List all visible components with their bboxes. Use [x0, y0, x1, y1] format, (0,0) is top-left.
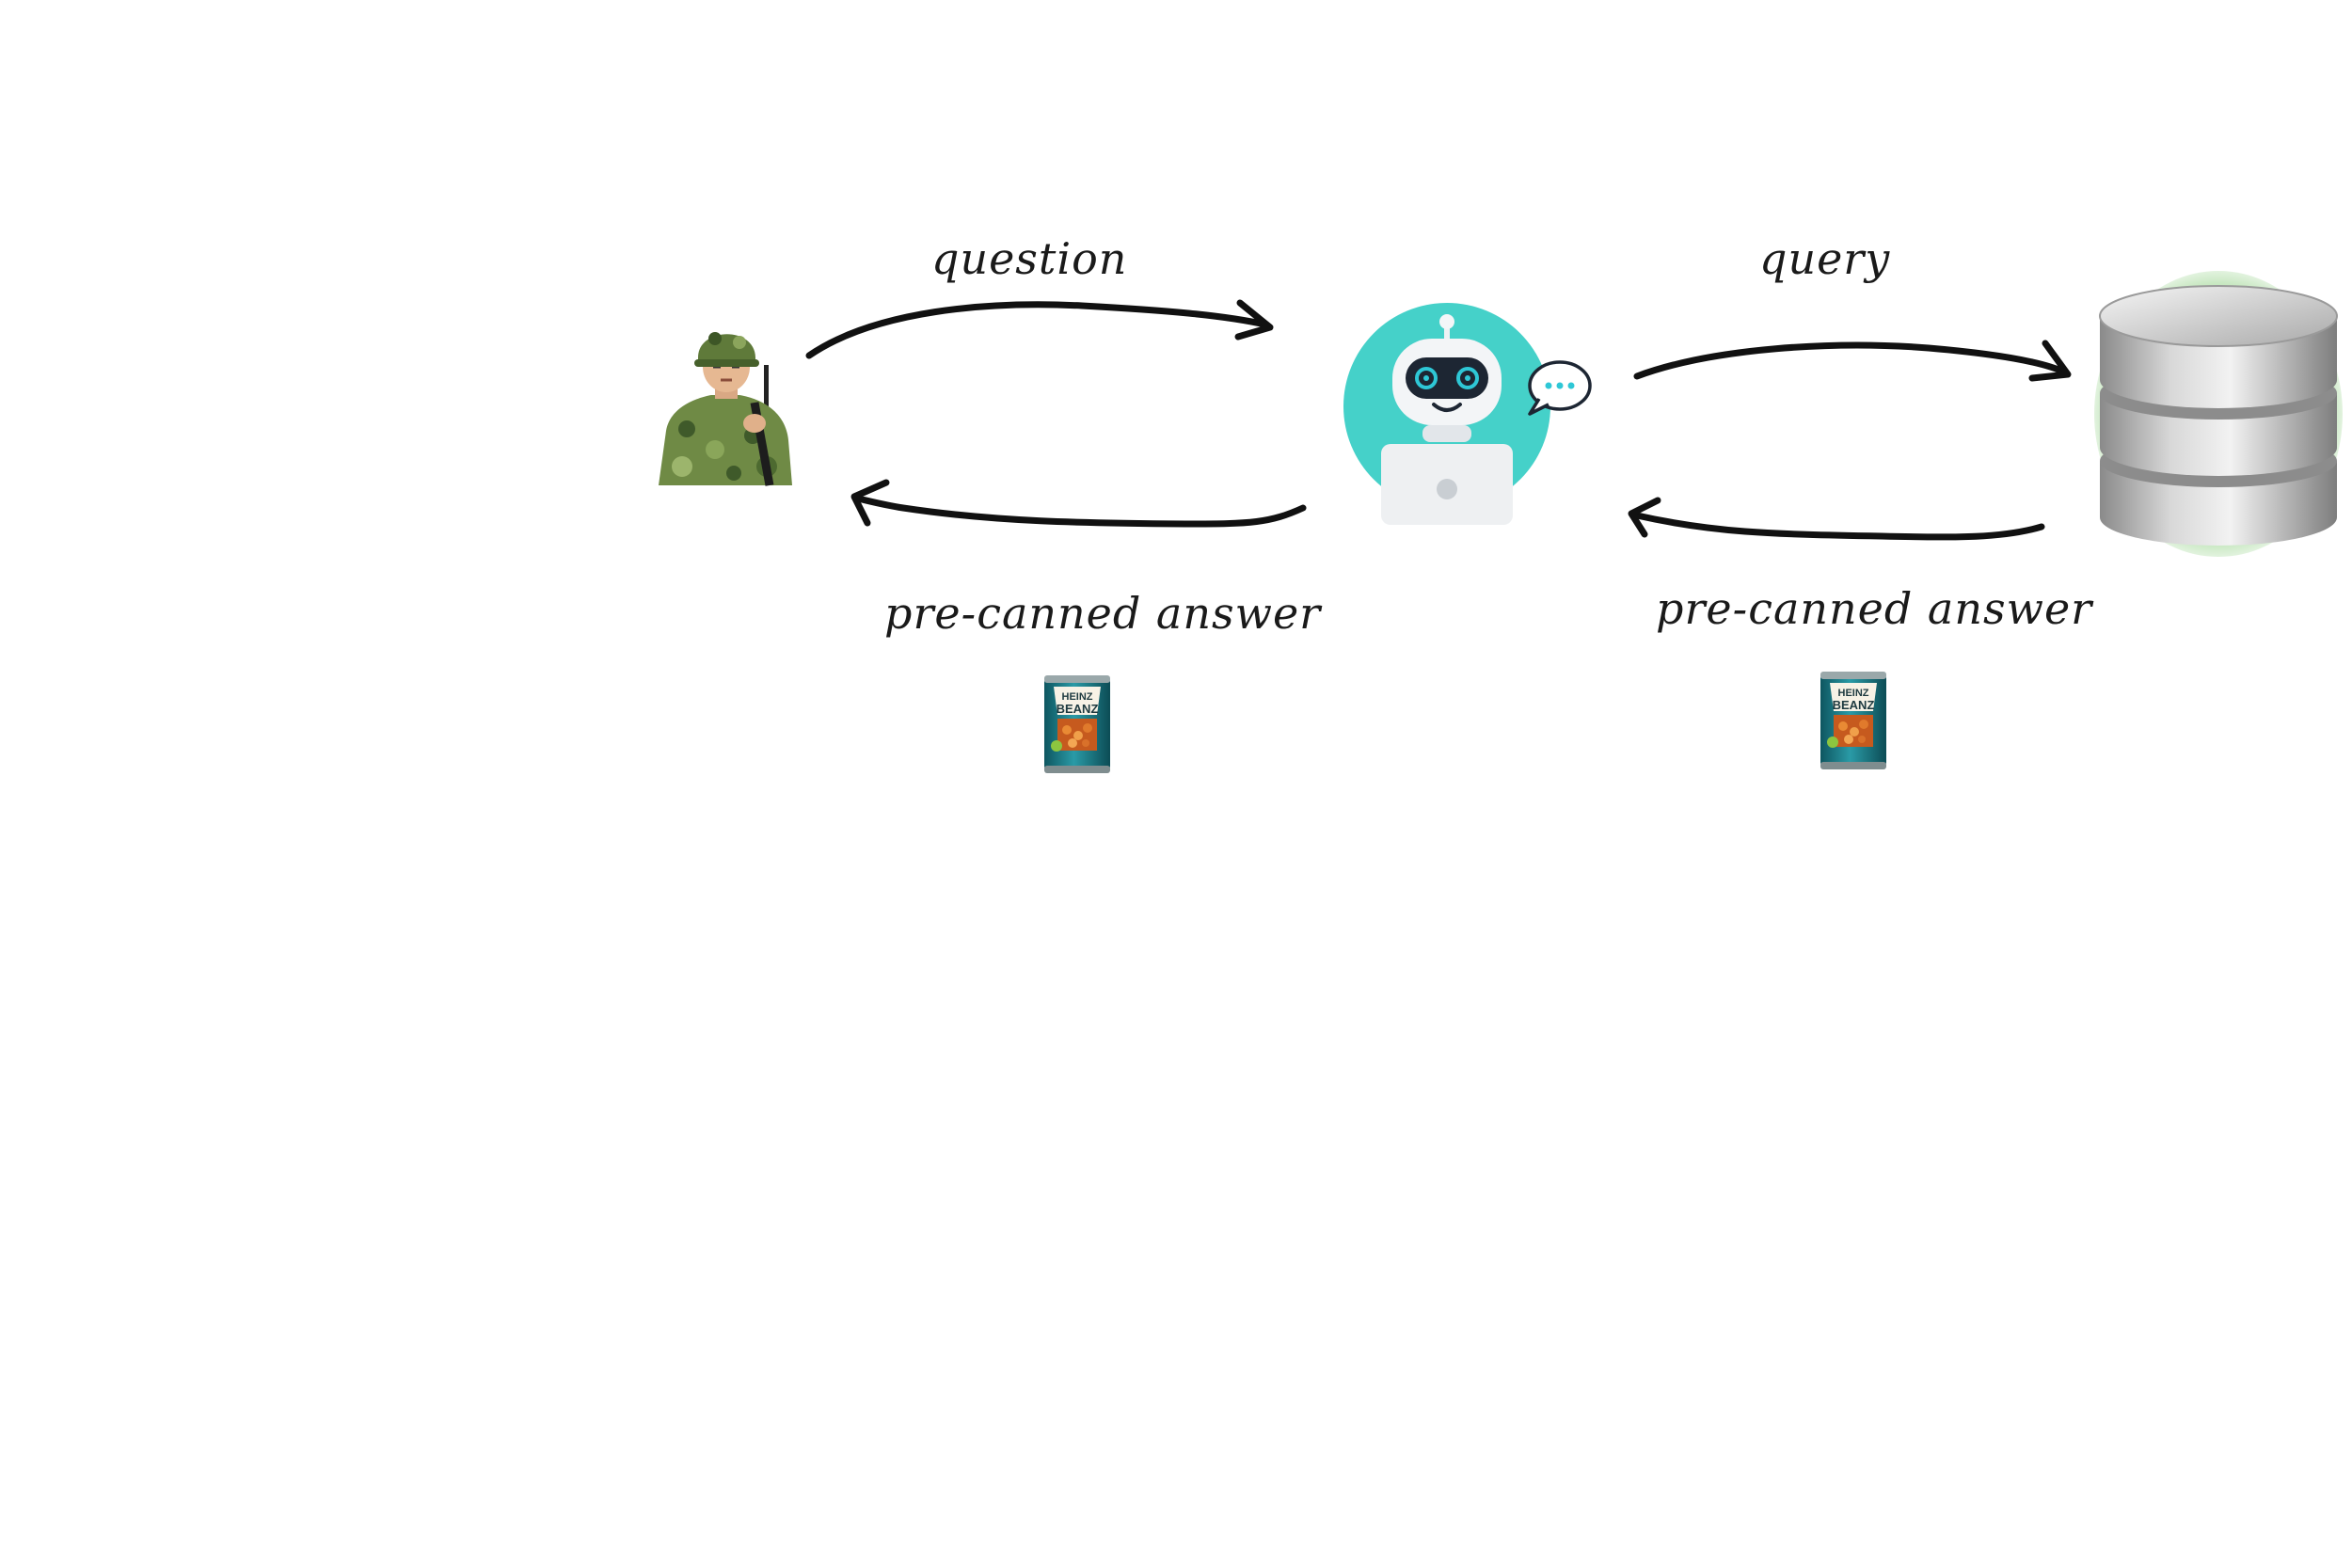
- can-product-left: BEANZ: [1057, 702, 1099, 716]
- question-label: question: [931, 233, 1128, 284]
- answer-label-right: pre-canned answer: [1656, 583, 2093, 634]
- bean-can-icon: HEINZ BEANZ: [1044, 675, 1110, 773]
- answer-label-left: pre-canned answer: [884, 588, 1322, 639]
- speech-bubble-icon: [1528, 360, 1592, 416]
- can-brand-right: HEINZ: [1838, 688, 1869, 699]
- arrow-answer-left: [850, 479, 1307, 528]
- database-icon: [2094, 271, 2343, 557]
- arrow-query: [1633, 340, 2072, 382]
- query-label: query: [1759, 233, 1891, 284]
- soldier-icon: [659, 332, 792, 486]
- arrow-answer-right: [1628, 497, 2045, 541]
- chatbot-icon: [1343, 303, 1550, 525]
- can-brand-left: HEINZ: [1062, 691, 1093, 703]
- bean-can-icon: HEINZ BEANZ: [1820, 672, 1886, 769]
- arrow-question: [805, 299, 1274, 359]
- can-product-right: BEANZ: [1833, 698, 1875, 712]
